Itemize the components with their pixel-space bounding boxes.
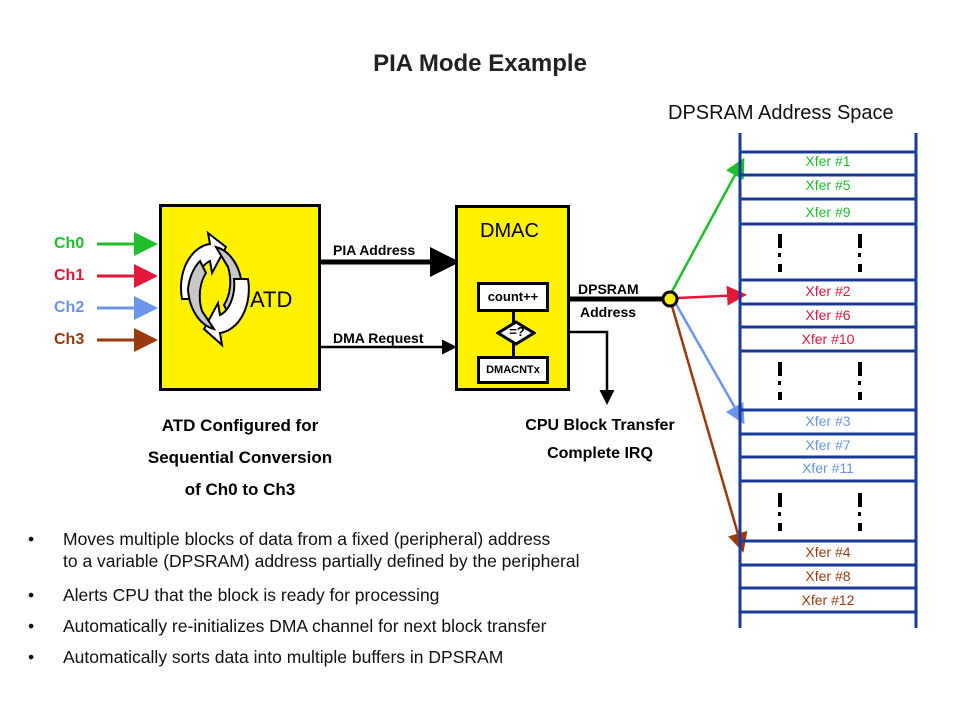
- dma-request-label: DMA Request: [333, 330, 424, 346]
- xfer-slot: Xfer #9: [805, 204, 851, 220]
- atd-caption-line: of Ch0 to Ch3: [184, 480, 296, 499]
- slide-title: PIA Mode Example: [373, 50, 587, 77]
- atd-caption-line: Sequential Conversion: [147, 448, 333, 467]
- xfer-slot: Xfer #4: [805, 544, 851, 560]
- dpsram-label: DPSRAM: [578, 281, 639, 297]
- xfer-slot: Xfer #11: [802, 460, 854, 476]
- xfer-slot: Xfer #7: [805, 437, 851, 453]
- xfer-slot: Xfer #5: [805, 177, 851, 193]
- bullet-item: Alerts CPU that the block is ready for p…: [63, 585, 440, 605]
- bullet-item: Moves multiple blocks of data from a fix…: [63, 529, 580, 571]
- address-space-title: DPSRAM Address Space: [668, 102, 894, 124]
- compare-label: =?: [509, 324, 525, 339]
- compare-diamond: =?: [496, 320, 536, 346]
- counter-box: count++: [477, 282, 549, 312]
- xfer-slot: Xfer #10: [801, 331, 855, 347]
- xfer-slot: Xfer #12: [801, 592, 855, 608]
- bus-junction: [661, 290, 679, 308]
- route-arrow-ch3: [670, 305, 748, 553]
- xfer-slot: Xfer #2: [805, 283, 851, 299]
- irq-caption: CPU Block Transfer Complete IRQ: [495, 412, 705, 468]
- channel-label-ch3: Ch3: [54, 331, 85, 348]
- bullet-item: Automatically sorts data into multiple b…: [63, 647, 504, 667]
- atd-caption: ATD Configured for Sequential Conversion…: [110, 410, 370, 506]
- irq-caption-line: CPU Block Transfer: [525, 417, 675, 434]
- route-arrow-ch0: [668, 157, 745, 296]
- address-space-column: [738, 133, 918, 628]
- atd-block: ATD: [159, 204, 321, 391]
- ellipsis-marks: [778, 234, 862, 531]
- atd-label: ATD: [250, 287, 293, 312]
- dmac-label: DMAC: [480, 220, 539, 242]
- irq-caption-line: Complete IRQ: [547, 445, 653, 462]
- xfer-slot: Xfer #3: [805, 413, 851, 429]
- bullet-list: •Moves multiple blocks of data from a fi…: [28, 528, 580, 673]
- route-arrow-ch1: [677, 285, 747, 306]
- dmac-block: DMAC count++ =? DMACNTx: [455, 205, 570, 391]
- channel-label-ch2: Ch2: [54, 299, 85, 316]
- channel-label-ch1: Ch1: [54, 267, 85, 284]
- cycle-arrows-icon: [179, 230, 250, 348]
- xfer-slot: Xfer #6: [805, 307, 851, 323]
- atd-caption-line: ATD Configured for: [161, 416, 319, 435]
- route-arrow-ch2: [674, 303, 745, 425]
- address-label: Address: [580, 304, 637, 320]
- channel-label-ch0: Ch0: [54, 235, 85, 252]
- bullet-item: Automatically re-initializes DMA channel…: [63, 616, 547, 636]
- dmacnt-register-box: DMACNTx: [477, 356, 549, 384]
- xfer-slot: Xfer #8: [805, 568, 851, 584]
- pia-address-label: PIA Address: [333, 242, 416, 258]
- xfer-slot: Xfer #1: [805, 153, 851, 169]
